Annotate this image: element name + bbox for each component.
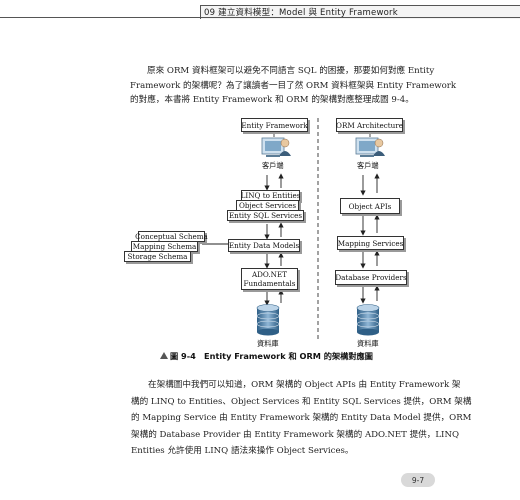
left-database-icon bbox=[256, 304, 280, 336]
intro-line-2: Framework 的架構呢？為了讓讀者一目了然 ORM 資料框架與 Entit… bbox=[130, 80, 457, 91]
storage-schema-box: Storage Schema bbox=[124, 251, 191, 262]
left-client-label: 客戶端 bbox=[262, 161, 284, 170]
entity-framework-title-box: Entity Framework bbox=[241, 118, 308, 132]
object-apis-box: Object APIs bbox=[340, 198, 400, 214]
body-line-2: 構的 LINQ to Entities、Object Services 和 En… bbox=[131, 396, 472, 407]
caption-triangle-icon bbox=[160, 352, 168, 359]
orm-architecture-title-box: ORM Architecture bbox=[336, 118, 403, 132]
ado-net-line: ADO.NET bbox=[251, 270, 288, 279]
right-client-computer-icon bbox=[355, 137, 385, 157]
header-rule bbox=[0, 17, 520, 18]
ado-net-fundamentals-box: ADO.NET Fundamentals bbox=[241, 268, 298, 290]
intro-paragraph: 原來 ORM 資料框架可以避免不同語言 SQL 的困擾，那要如何對應 Entit… bbox=[130, 64, 456, 108]
intro-line-1: 原來 ORM 資料框架可以避免不同語言 SQL 的困擾，那要如何對應 Entit… bbox=[147, 66, 435, 76]
fundamentals-line: Fundamentals bbox=[243, 279, 296, 288]
right-database-icon bbox=[356, 304, 380, 336]
body-line-4: 架構的 Database Provider 由 Entity Framework… bbox=[131, 429, 460, 440]
entity-data-models-box: Entity Data Models bbox=[228, 239, 300, 252]
database-providers-box: Database Providers bbox=[335, 270, 407, 285]
page-header: 09 建立資料模型：Model 與 Entity Framework bbox=[0, 0, 520, 22]
intro-line-3: 的對應，本書將 Entity Framework 和 ORM 的架構對應整理成圖… bbox=[130, 95, 414, 105]
body-paragraph: 在架構圖中我們可以知道，ORM 架構的 Object APIs 由 Entity… bbox=[131, 377, 472, 460]
mapping-services-box: Mapping Services bbox=[337, 236, 404, 250]
right-database-label: 資料庫 bbox=[357, 339, 379, 348]
figure-caption: 圖 9-4 Entity Framework 和 ORM 的架構對應圖 bbox=[170, 351, 373, 361]
page-number: 9-7 bbox=[401, 473, 435, 487]
left-client-computer-icon bbox=[261, 137, 291, 157]
right-client-label: 客戶端 bbox=[357, 161, 379, 170]
left-database-label: 資料庫 bbox=[257, 339, 279, 348]
body-line-1: 在架構圖中我們可以知道，ORM 架構的 Object APIs 由 Entity… bbox=[148, 380, 461, 390]
body-line-3: 的 Mapping Service 由 Entity Framework 架構的… bbox=[131, 413, 472, 424]
entity-sql-services-box: Entity SQL Services bbox=[227, 210, 304, 221]
chapter-title: 09 建立資料模型：Model 與 Entity Framework bbox=[204, 8, 398, 18]
header-tab bbox=[200, 5, 520, 19]
body-line-5: Entities 允許使用 LINQ 語法來操作 Object Services… bbox=[131, 446, 354, 457]
